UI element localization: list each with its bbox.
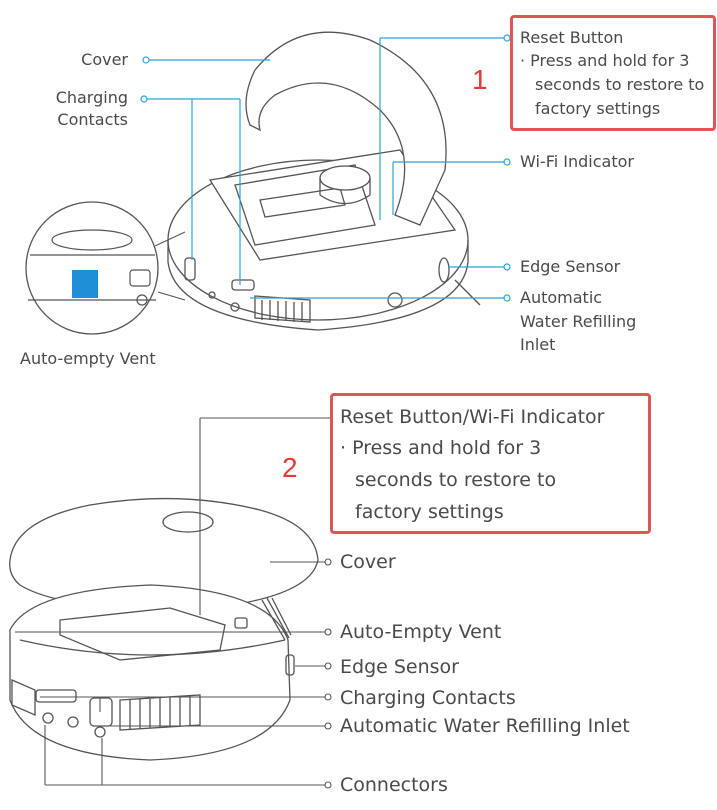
- bottom-reset-desc-3: factory settings: [355, 501, 504, 523]
- callout-number-2: 2: [282, 452, 298, 483]
- bottom-reset-desc-2: seconds to restore to: [355, 469, 557, 491]
- top-water-label-3: Inlet: [520, 335, 556, 354]
- bottom-charging-contacts-label: Charging Contacts: [340, 687, 516, 709]
- bottom-water-inlet-label: Automatic Water Refilling Inlet: [340, 715, 630, 737]
- bottom-reset-highlight-box: [330, 393, 651, 534]
- top-reset-title: Reset Button: [520, 28, 624, 47]
- bottom-reset-desc-1: · Press and hold for 3: [340, 437, 542, 459]
- top-reset-highlight-box: [510, 15, 716, 131]
- top-charging-label-line1: Charging: [55, 88, 128, 107]
- bottom-cover-label: Cover: [340, 551, 396, 573]
- bottom-edge-sensor-label: Edge Sensor: [340, 656, 459, 678]
- top-reset-desc-3: factory settings: [535, 99, 661, 118]
- top-reset-desc-2: seconds to restore to: [535, 75, 705, 94]
- bottom-reset-title: Reset Button/Wi-Fi Indicator: [340, 406, 605, 428]
- top-cover-label: Cover: [81, 50, 128, 69]
- callout-number-1: 1: [472, 64, 488, 95]
- top-robot-diagram: [25, 31, 511, 335]
- top-water-label-1: Automatic: [520, 288, 603, 307]
- bottom-connectors-label: Connectors: [340, 774, 448, 796]
- top-reset-desc-1: · Press and hold for 3: [520, 51, 690, 70]
- top-water-label-2: Water Refilling: [520, 312, 637, 331]
- bottom-auto-empty-vent-label: Auto-Empty Vent: [340, 621, 502, 643]
- top-charging-label-line2: Contacts: [57, 110, 128, 129]
- top-auto-empty-vent-label: Auto-empty Vent: [20, 349, 156, 368]
- top-edge-sensor-label: Edge Sensor: [520, 257, 621, 276]
- inset-vent-highlight: [72, 270, 98, 298]
- top-wifi-indicator-label: Wi-Fi Indicator: [520, 152, 634, 171]
